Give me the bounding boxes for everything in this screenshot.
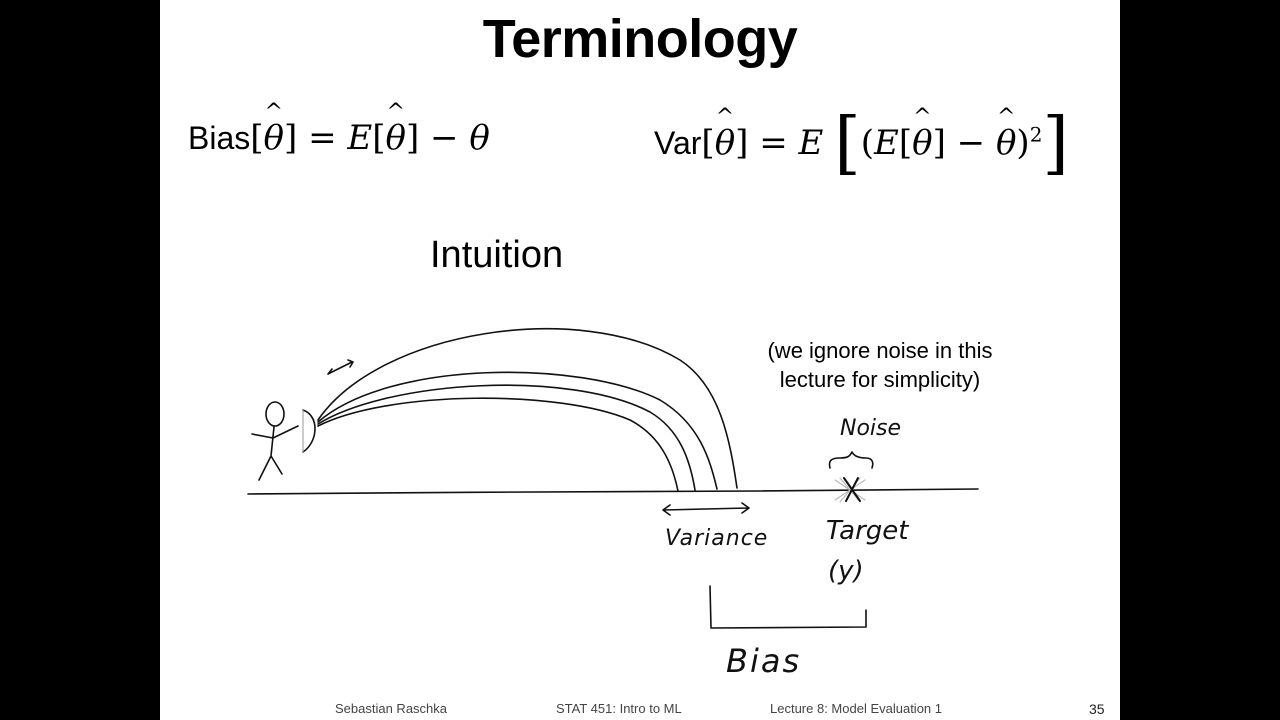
expectation-symbol: E (347, 118, 373, 158)
noise-label: Noise (840, 416, 902, 441)
theta-hat: θ (912, 123, 932, 163)
intuition-heading: Intuition (430, 234, 564, 276)
var-label: Var (654, 125, 702, 161)
trajectory (317, 328, 738, 489)
note-line: lecture for simplicity) (779, 367, 981, 392)
exponent: 2 (1029, 122, 1043, 147)
target-x-main (843, 477, 861, 502)
footer-course: STAT 451: Intro to ML (556, 701, 682, 716)
trajectory (317, 371, 718, 490)
bias-bracket (709, 585, 867, 629)
bow (302, 409, 316, 453)
note-line: (we ignore noise in this (767, 338, 993, 363)
theta-hat: θ (385, 118, 405, 158)
archer-body (251, 425, 299, 481)
expectation-symbol: E (798, 123, 824, 163)
noise-note: (we ignore noise in this lecture for sim… (720, 336, 1040, 394)
target-label: Target (826, 516, 909, 546)
flying-arrow (327, 359, 354, 375)
trajectory (317, 384, 696, 491)
theta-hat: θ (996, 123, 1016, 163)
slide: Terminology Bias[θ] = E[θ] − θ Var[θ] = … (160, 0, 1120, 720)
bias-label-handwritten: Bias (726, 642, 802, 680)
bias-label: Bias (188, 120, 251, 156)
ground-line (247, 488, 979, 495)
target-symbol: (y) (828, 556, 864, 586)
expectation-symbol: E (873, 123, 899, 163)
archer-illustration (247, 328, 979, 629)
page-number: 35 (1089, 701, 1105, 717)
trajectory (317, 397, 679, 492)
noise-brace (828, 451, 874, 469)
variance-formula: Var[θ] = E [(E[θ] − θ)2] (654, 110, 1069, 178)
theta-symbol: θ (469, 118, 490, 158)
archer-head (265, 401, 285, 427)
bias-formula: Bias[θ] = E[θ] − θ (188, 118, 490, 158)
variance-label: Variance (665, 526, 769, 551)
variance-arrow (662, 502, 750, 516)
slide-title: Terminology (482, 9, 798, 69)
footer-lecture: Lecture 8: Model Evaluation 1 (770, 701, 942, 716)
theta-hat: θ (264, 118, 284, 158)
theta-hat: θ (715, 123, 735, 163)
footer-author: Sebastian Raschka (335, 701, 448, 716)
target-x (834, 477, 866, 503)
